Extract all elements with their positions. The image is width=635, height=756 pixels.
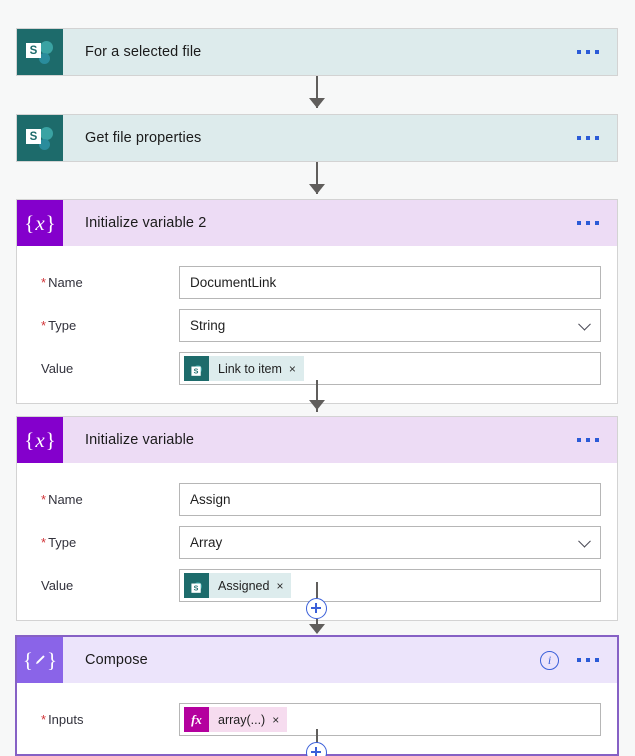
select-value: String: [190, 318, 226, 333]
connector-line: [316, 619, 318, 627]
field-label: * Type: [33, 318, 179, 333]
field-label-text: Inputs: [48, 712, 84, 727]
step-header[interactable]: {x} Initialize variable 2: [17, 200, 617, 246]
connector-arrow-icon: [309, 98, 325, 108]
field-label: * Type: [33, 535, 179, 550]
flow-step-initialize-variable[interactable]: {x} Initialize variable * Name Assign *: [16, 416, 618, 621]
step-menu-ellipsis-icon[interactable]: [577, 658, 599, 662]
token-label: Link to item: [218, 361, 282, 376]
field-row-type: * Type Array: [33, 526, 601, 559]
variable-type-select[interactable]: String: [179, 309, 601, 342]
step-title: Initialize variable: [85, 432, 195, 448]
chevron-down-icon: [578, 317, 591, 331]
token-label: Assigned: [218, 578, 270, 593]
connector-arrow-icon: [309, 184, 325, 194]
field-row-value: Value S Assigned ×: [33, 569, 601, 602]
step-header[interactable]: { } Compose i: [17, 637, 617, 683]
dynamic-content-token[interactable]: S Assigned ×: [184, 573, 292, 598]
field-label-text: Value: [41, 578, 74, 593]
variable-name-input[interactable]: DocumentLink: [179, 266, 601, 299]
connector-arrow-icon: [309, 624, 325, 634]
step-title: For a selected file: [85, 44, 202, 60]
field-row-name: * Name DocumentLink: [33, 266, 601, 299]
insert-step-button[interactable]: [306, 598, 327, 619]
required-asterisk: *: [41, 492, 47, 507]
step-menu-ellipsis-icon[interactable]: [577, 136, 599, 140]
required-asterisk: *: [41, 712, 47, 727]
remove-token-icon[interactable]: ×: [272, 712, 280, 727]
step-body: * Name Assign * Type Array: [17, 463, 617, 620]
connector-arrow-icon: [309, 400, 325, 410]
field-row-inputs: * Inputs fx array(...) ×: [33, 703, 601, 736]
insert-step-button[interactable]: [306, 742, 327, 756]
step-header[interactable]: S Get file properties: [17, 115, 617, 161]
variable-value-input[interactable]: S Assigned ×: [179, 569, 601, 602]
field-label: * Name: [33, 492, 179, 507]
field-label-text: Name: [48, 275, 83, 290]
variable-type-select[interactable]: Array: [179, 526, 601, 559]
flow-step-compose[interactable]: { } Compose i * Inputs: [15, 635, 619, 756]
info-icon[interactable]: i: [540, 650, 559, 670]
step-menu-ellipsis-icon[interactable]: [577, 221, 599, 225]
field-label-text: Name: [48, 492, 83, 507]
fx-expression-icon: fx: [184, 707, 209, 732]
field-row-value: Value S Link to item ×: [33, 352, 601, 385]
field-label-text: Value: [41, 361, 74, 376]
input-value: Assign: [190, 492, 231, 507]
variable-name-input[interactable]: Assign: [179, 483, 601, 516]
field-row-type: * Type String: [33, 309, 601, 342]
required-asterisk: *: [41, 318, 47, 333]
field-label-text: Type: [48, 318, 77, 333]
sharepoint-icon: S: [17, 29, 63, 75]
step-title: Compose: [85, 652, 148, 668]
required-asterisk: *: [41, 535, 47, 550]
dynamic-content-token[interactable]: S Link to item ×: [184, 356, 304, 381]
connector-line: [316, 729, 318, 745]
flow-step-for-a-selected-file[interactable]: S For a selected file: [16, 28, 618, 76]
connector-line: [316, 162, 318, 194]
chevron-down-icon: [578, 534, 591, 548]
step-header[interactable]: {x} Initialize variable: [17, 417, 617, 463]
expression-token[interactable]: fx array(...) ×: [184, 707, 288, 732]
field-label: * Name: [33, 275, 179, 290]
field-label-text: Type: [48, 535, 77, 550]
step-body: * Inputs fx array(...) ×: [17, 683, 617, 754]
compose-braces-pencil-icon: { }: [17, 637, 63, 683]
step-title: Get file properties: [85, 130, 202, 146]
field-label: Value: [33, 578, 179, 593]
sharepoint-icon: S: [184, 573, 209, 598]
field-label: * Inputs: [33, 712, 179, 727]
step-menu-ellipsis-icon[interactable]: [577, 438, 599, 442]
remove-token-icon[interactable]: ×: [288, 361, 296, 376]
select-value: Array: [190, 535, 223, 550]
variable-braces-icon: {x}: [17, 200, 63, 246]
variable-braces-icon: {x}: [17, 417, 63, 463]
field-row-name: * Name Assign: [33, 483, 601, 516]
step-body: * Name DocumentLink * Type String: [17, 246, 617, 403]
step-title: Initialize variable 2: [85, 215, 207, 231]
remove-token-icon[interactable]: ×: [276, 578, 284, 593]
connector-line: [316, 76, 318, 108]
step-header[interactable]: S For a selected file: [17, 29, 617, 75]
token-label: array(...): [218, 712, 266, 727]
variable-value-input[interactable]: S Link to item ×: [179, 352, 601, 385]
required-asterisk: *: [41, 275, 47, 290]
connector-line: [316, 582, 318, 598]
field-label: Value: [33, 361, 179, 376]
sharepoint-icon: S: [17, 115, 63, 161]
flow-step-get-file-properties[interactable]: S Get file properties: [16, 114, 618, 162]
input-value: DocumentLink: [190, 275, 277, 290]
sharepoint-icon: S: [184, 356, 209, 381]
compose-inputs-input[interactable]: fx array(...) ×: [179, 703, 601, 736]
step-menu-ellipsis-icon[interactable]: [577, 50, 599, 54]
connector-line: [316, 380, 318, 412]
flow-step-initialize-variable-2[interactable]: {x} Initialize variable 2 * Name Documen…: [16, 199, 618, 404]
